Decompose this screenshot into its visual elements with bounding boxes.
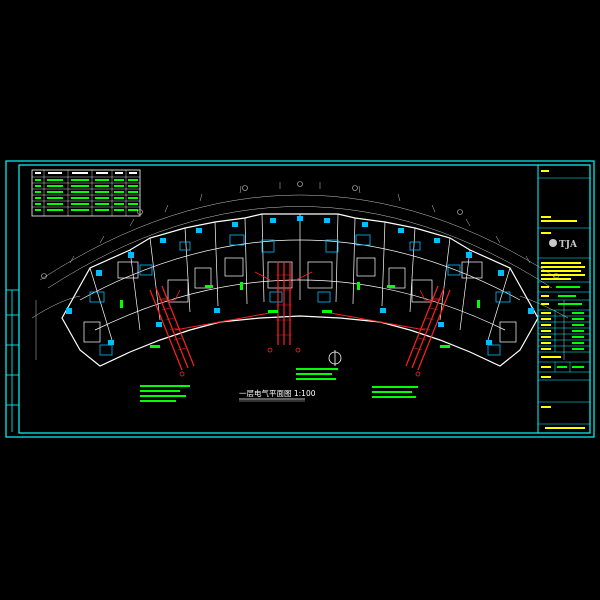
electrical-wiring — [149, 262, 451, 371]
grid-ticks — [69, 182, 531, 264]
grid-bubbles — [41, 181, 559, 279]
room-fixtures — [89, 234, 511, 356]
drawing-caption-group: 一层电气平面图 1:100 — [239, 388, 316, 402]
annotation-notes — [140, 368, 418, 402]
binding-strip — [6, 289, 19, 432]
columns — [66, 216, 534, 345]
interior-walls — [79, 213, 521, 343]
title-block: TJA — [537, 164, 591, 434]
logo-mark-icon — [549, 239, 557, 247]
legend-table — [31, 169, 141, 217]
drawing-caption: 一层电气平面图 1:100 — [239, 388, 316, 398]
wiring-hatching — [157, 274, 443, 351]
company-logo: TJA — [549, 239, 578, 250]
logo-text: TJA — [559, 240, 578, 250]
north-arrow-icon — [328, 350, 342, 366]
light-fixtures — [120, 282, 480, 348]
wiring-terminals — [179, 347, 421, 377]
